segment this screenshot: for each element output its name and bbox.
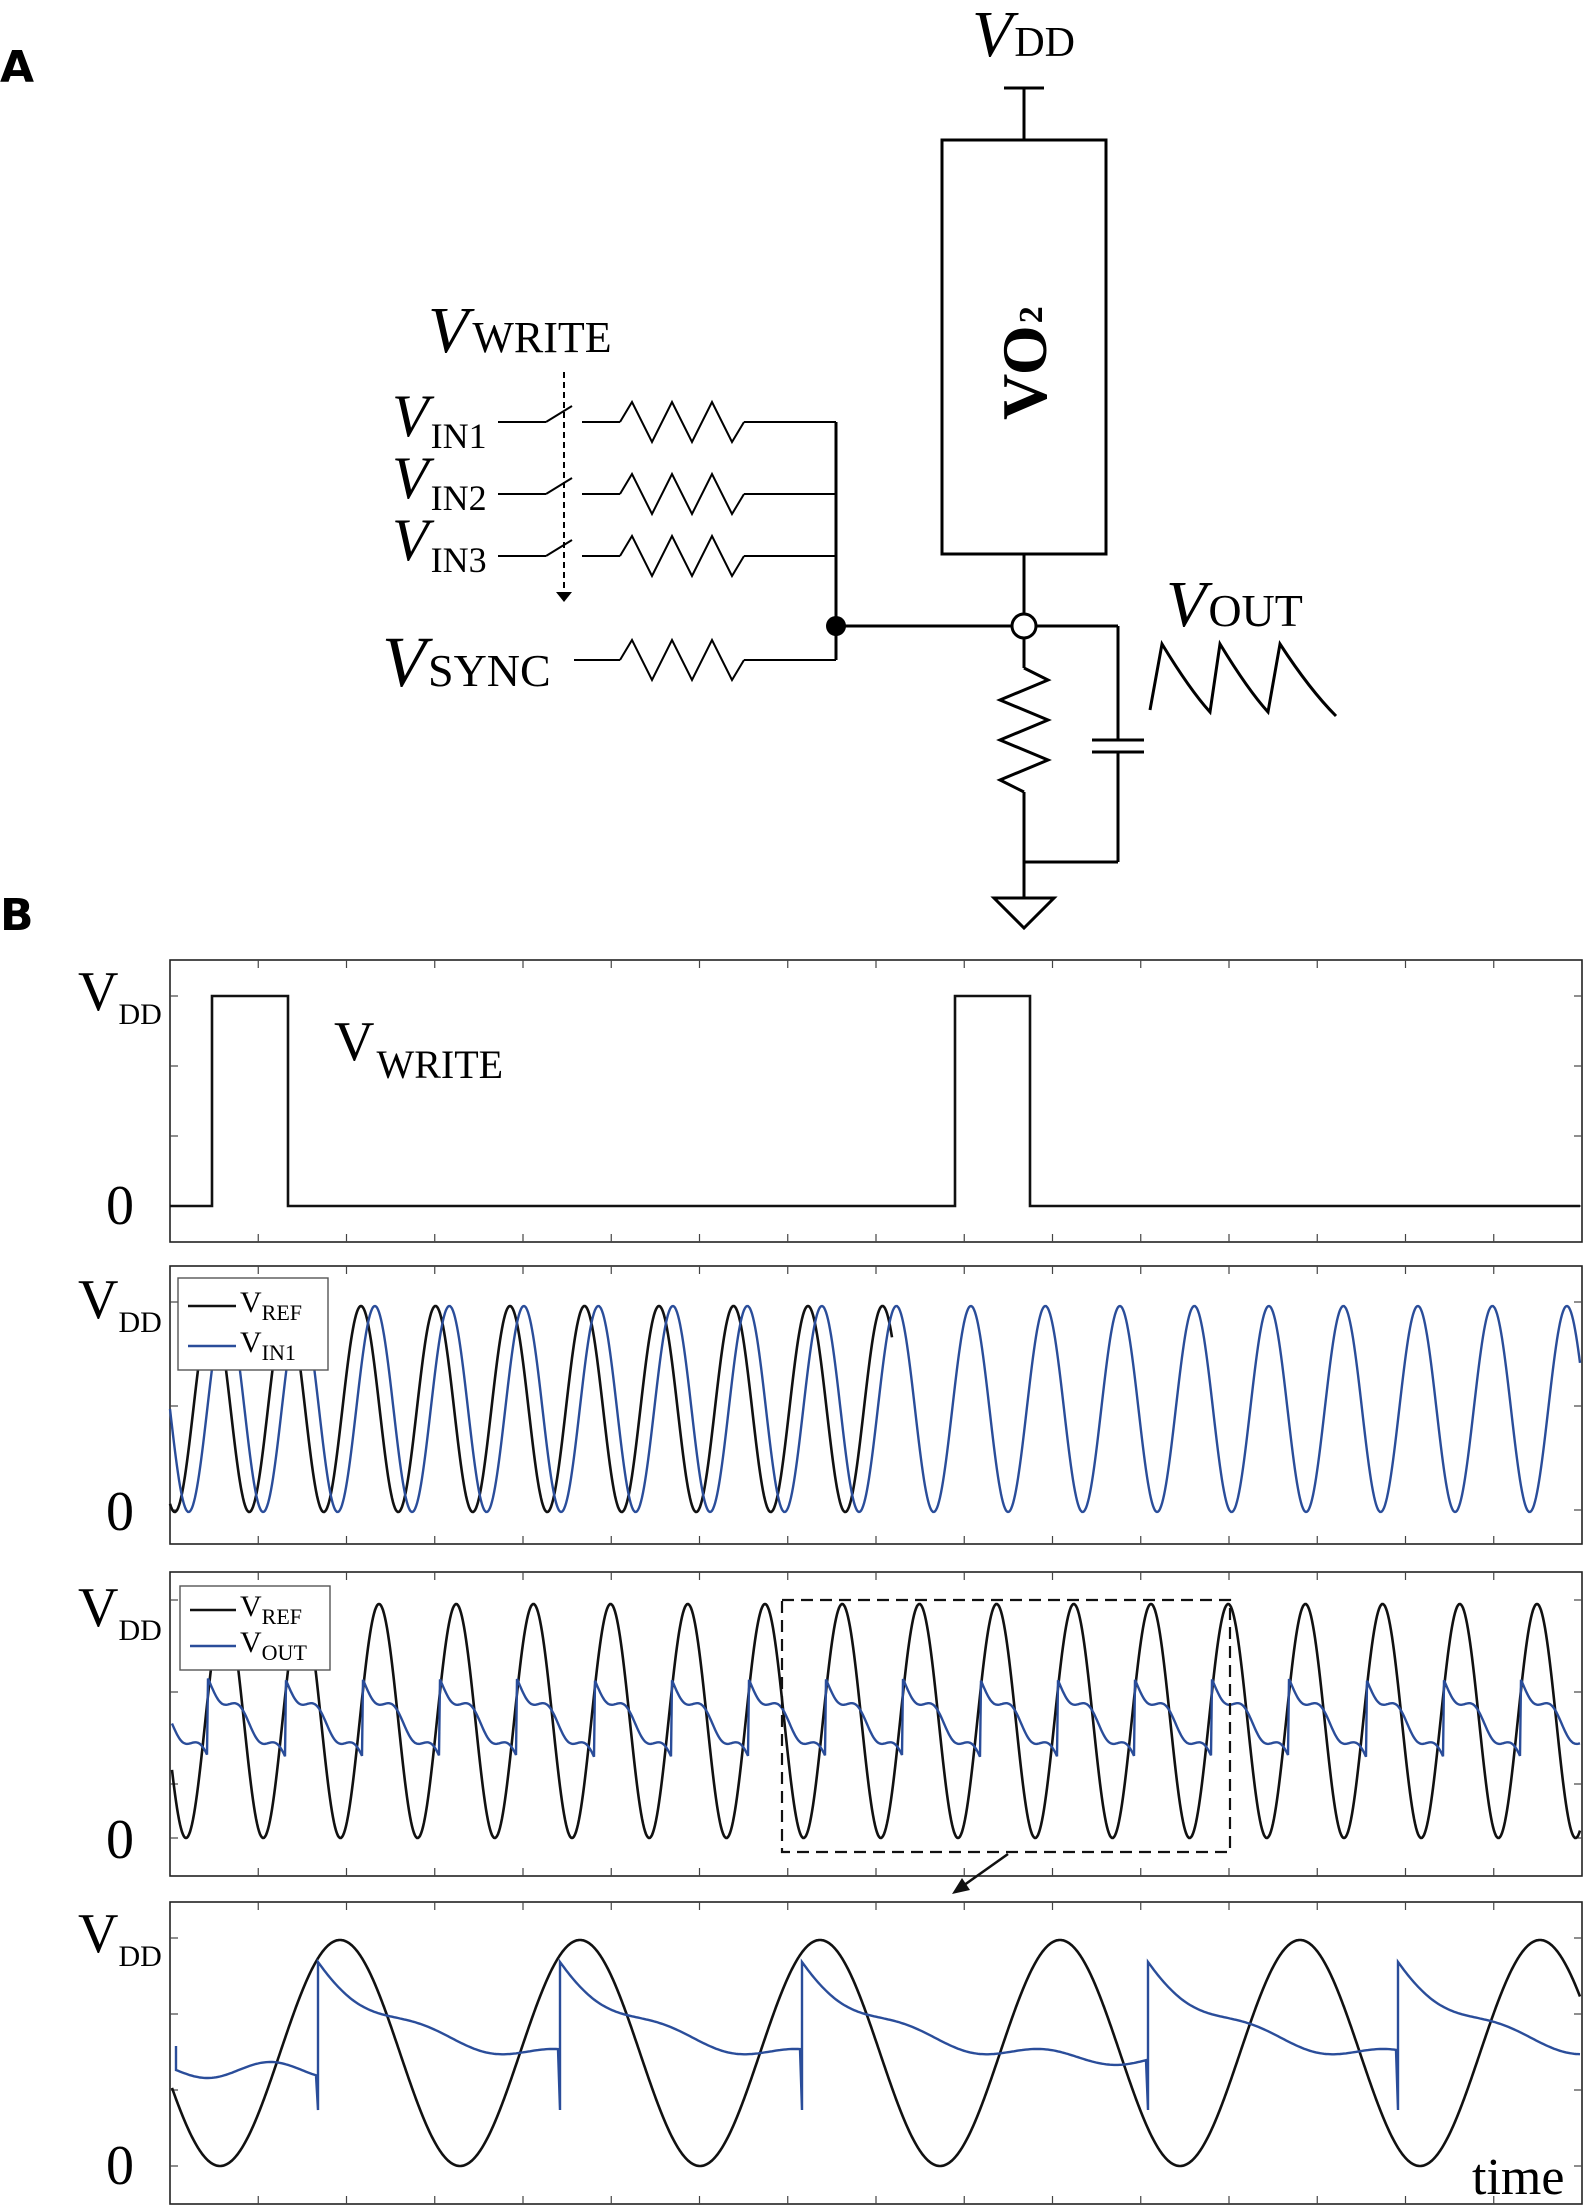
- resistor-in2: [619, 471, 745, 517]
- vin2-label: VIN2: [392, 445, 487, 518]
- vin1-label: VIN1: [392, 383, 487, 456]
- plot4-vref-trace: [170, 1938, 1582, 2168]
- plot2-legend: VREF VIN1: [177, 1277, 329, 1371]
- plot2-vin1-trace: [168, 1304, 1582, 1514]
- plot2-ticks: [170, 1266, 1582, 1544]
- plot3-legend-vout: VOUT: [240, 1626, 307, 1665]
- output-node: [1010, 612, 1038, 640]
- zoom-arrow: [959, 1852, 1009, 1890]
- plot3-ytick-vdd: VDD: [78, 1577, 162, 1647]
- resistor-in1: [619, 399, 745, 445]
- switch-in2: [545, 477, 573, 495]
- vwrite-pulse-trace: [170, 994, 1580, 1208]
- plot3-ytick-zero: 0: [106, 1809, 134, 1871]
- plot2-ytick-zero: 0: [106, 1481, 134, 1543]
- plot4-ytick-zero: 0: [106, 2135, 134, 2197]
- panel-label-a: A: [0, 42, 34, 93]
- resistor-sync: [619, 637, 745, 683]
- plot1-ytick-vdd: VDD: [78, 961, 162, 1031]
- resistor-in3: [619, 533, 745, 579]
- plot3-ticks: [170, 1572, 1582, 1876]
- plot4-ticks: [170, 1902, 1582, 2204]
- plot3-vout-trace: [170, 1678, 1581, 1758]
- plot3-legend-vref: VREF: [240, 1590, 302, 1629]
- plot3-legend: VREF VOUT: [179, 1585, 331, 1671]
- panel-label-b: B: [0, 890, 34, 941]
- vsync-label: VSYNC: [382, 622, 551, 702]
- zoom-region-box: [780, 1598, 1232, 1854]
- plot-vin1: VDD 0 VREF VIN1: [78, 1265, 1583, 1545]
- vin3-label: VIN3: [392, 507, 487, 580]
- vout-label: VOUT: [1166, 568, 1303, 641]
- plot1-ytick-zero: 0: [106, 1175, 134, 1237]
- switch-in3: [545, 539, 573, 557]
- switch-in1: [545, 405, 573, 423]
- plot4-vout-trace: [174, 1958, 1581, 2111]
- plot-vwrite: VDD 0 VWRITE: [78, 959, 1583, 1243]
- plot4-ytick-vdd: VDD: [78, 1903, 162, 1973]
- plot4-xlabel-time: time: [1472, 2149, 1564, 2206]
- plot1-ticks: [170, 960, 1582, 1242]
- plot3-vref-trace: [170, 1602, 1582, 1840]
- plot2-legend-vin1: VIN1: [240, 1326, 296, 1365]
- plot2-ytick-vdd: VDD: [78, 1269, 162, 1339]
- pulldown-resistor: [996, 666, 1052, 794]
- vwrite-label: VWRITE: [428, 294, 612, 367]
- sawtooth-waveform-icon: [1148, 639, 1338, 718]
- plot-vout: VDD 0 VREF VOUT: [78, 1571, 1583, 1894]
- plot2-legend-vref: VREF: [240, 1286, 302, 1325]
- vo2-label: VO2: [989, 306, 1060, 420]
- vdd-label: VDD: [972, 0, 1075, 71]
- plot1-vwrite-label: VWRITE: [334, 1011, 503, 1087]
- plot-zoom: VDD 0 time: [78, 1901, 1583, 2206]
- ground-symbol: [990, 896, 1058, 931]
- circuit-schematic: VDD VO2 VWRITE: [382, 0, 1338, 931]
